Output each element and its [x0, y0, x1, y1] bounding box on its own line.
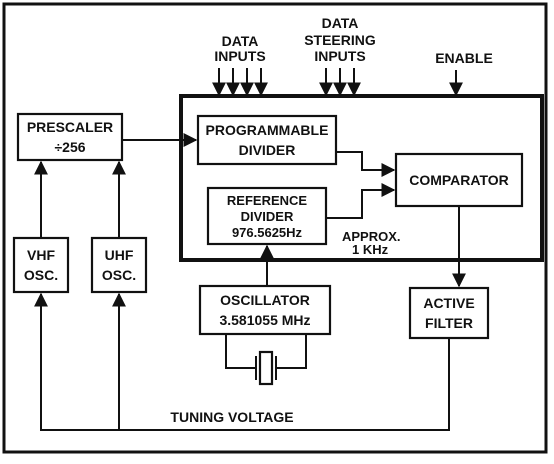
reference-divider-label-line1: REFERENCE [227, 193, 308, 208]
active-filter-label-line1: ACTIVE [423, 295, 474, 311]
programmable-divider-label-line1: PROGRAMMABLE [206, 122, 329, 138]
oscillator-label-line2: 3.581055 MHz [219, 312, 310, 328]
comparator-label: COMPARATOR [409, 172, 509, 188]
prescaler-label-line2: ÷256 [54, 139, 85, 155]
crystal-icon [225, 334, 307, 386]
vhf-osc-block [12, 236, 70, 294]
oscillator-block [198, 284, 332, 336]
outer-frame [2, 2, 548, 454]
data-steering-label-line3: INPUTS [314, 48, 365, 64]
reference-to-comparator-wire [326, 183, 396, 219]
uhf-osc-label-line1: UHF [105, 247, 134, 263]
divider-to-comparator-wire [336, 151, 396, 177]
vhf-osc-label-line1: VHF [27, 247, 55, 263]
active-filter-label-line2: FILTER [425, 315, 473, 331]
data-inputs-label-line1: DATA [222, 33, 259, 49]
prescaler-label-line1: PRESCALER [27, 119, 113, 135]
vhf-osc-label-line2: OSC. [24, 267, 58, 283]
reference-divider-label-line2: DIVIDER [241, 209, 294, 224]
data-steering-arrows [319, 68, 361, 97]
approx-label-line2: 1 KHz [352, 242, 389, 257]
data-steering-label-line2: STEERING [304, 32, 376, 48]
data-input-arrows [212, 68, 268, 97]
enable-label: ENABLE [435, 50, 493, 66]
reference-divider-label-line3: 976.5625Hz [232, 225, 303, 240]
oscillator-label-line1: OSCILLATOR [220, 292, 310, 308]
data-inputs-label-line2: INPUTS [214, 48, 265, 64]
active-filter-block [408, 286, 490, 340]
programmable-divider-block [196, 114, 338, 166]
tuning-voltage-label: TUNING VOLTAGE [170, 409, 293, 425]
prescaler-block [16, 112, 124, 162]
approx-label-line1: APPROX. [342, 229, 401, 244]
uhf-osc-label-line2: OSC. [102, 267, 136, 283]
reference-divider-block [206, 186, 328, 246]
data-steering-label-line1: DATA [322, 15, 359, 31]
tuning-voltage-bus [34, 292, 450, 431]
programmable-divider-label-line2: DIVIDER [239, 142, 296, 158]
synthesizer-chip-outline [179, 94, 544, 262]
